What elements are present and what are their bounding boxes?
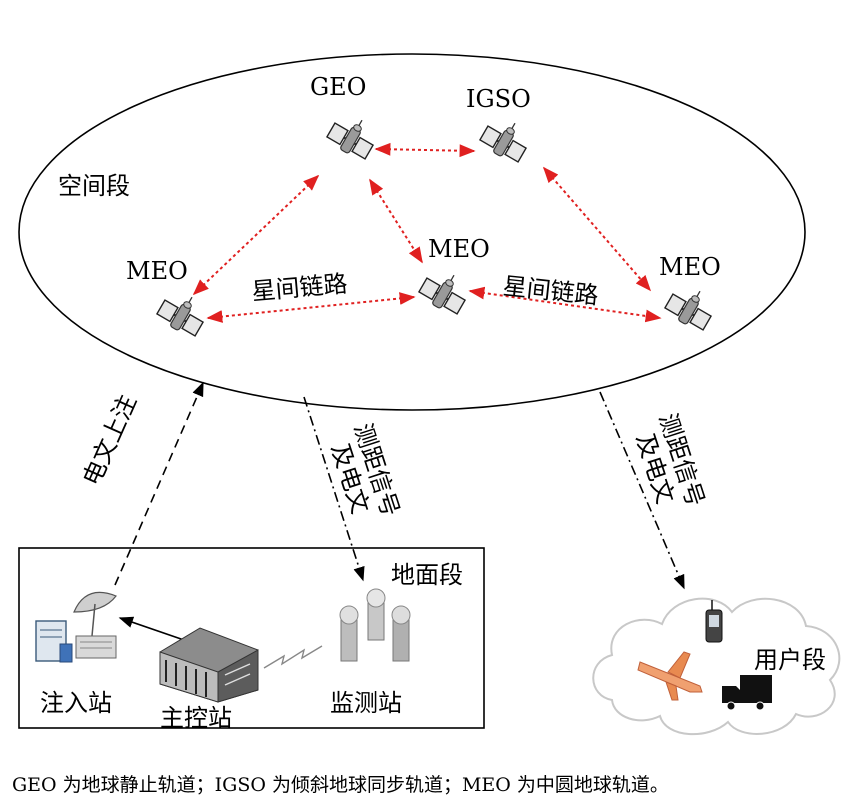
geo-label: GEO — [310, 73, 367, 101]
user-segment-cloud — [592, 597, 841, 735]
isl-geo-igso — [374, 142, 476, 158]
uplink-line — [114, 381, 204, 586]
space-segment-ellipse — [18, 53, 806, 411]
meo-center-label: MEO — [428, 235, 490, 263]
injection-station-label: 注入站 — [40, 689, 112, 717]
satellite-geo-icon — [323, 108, 383, 164]
truck-icon — [722, 675, 772, 711]
satellite-meo-center-icon — [415, 263, 475, 319]
command-arrow — [118, 616, 185, 641]
isl-meo-center-right — [468, 286, 662, 323]
master-station-label: 主控站 — [160, 704, 232, 732]
isl-meo-left-center — [206, 292, 416, 323]
inter-satellite-links — [192, 142, 662, 323]
meo-left-label: MEO — [126, 257, 188, 285]
isl-geo-meo-center — [369, 178, 423, 264]
isl-geo-meo-left — [192, 174, 320, 296]
isl-igso-meo-right — [542, 166, 652, 292]
meo-right-label: MEO — [659, 253, 721, 281]
satellite-meo-left-icon — [153, 285, 213, 341]
space-segment-label: 空间段 — [58, 172, 130, 200]
caption: GEO 为地球静止轨道；IGSO 为倾斜地球同步轨道；MEO 为中圆地球轨道。 — [12, 774, 669, 796]
user-segment-label: 用户段 — [754, 646, 826, 674]
monitor-station-label: 监测站 — [330, 689, 402, 717]
ranging-user-line — [599, 391, 685, 590]
igso-label: IGSO — [466, 85, 531, 113]
master-station-icon — [159, 627, 259, 703]
airplane-icon — [637, 651, 703, 701]
ground-segment-label: 地面段 — [391, 561, 463, 589]
phone-icon — [705, 600, 723, 643]
injection-station-icon — [35, 591, 117, 663]
ranging-monitor-line — [303, 396, 365, 582]
wireless-link-icon — [263, 645, 323, 669]
monitor-station-icon — [339, 588, 411, 662]
ground-segment-box — [18, 547, 485, 729]
satellite-igso-icon — [476, 111, 536, 167]
satellite-meo-right-icon — [661, 279, 721, 335]
